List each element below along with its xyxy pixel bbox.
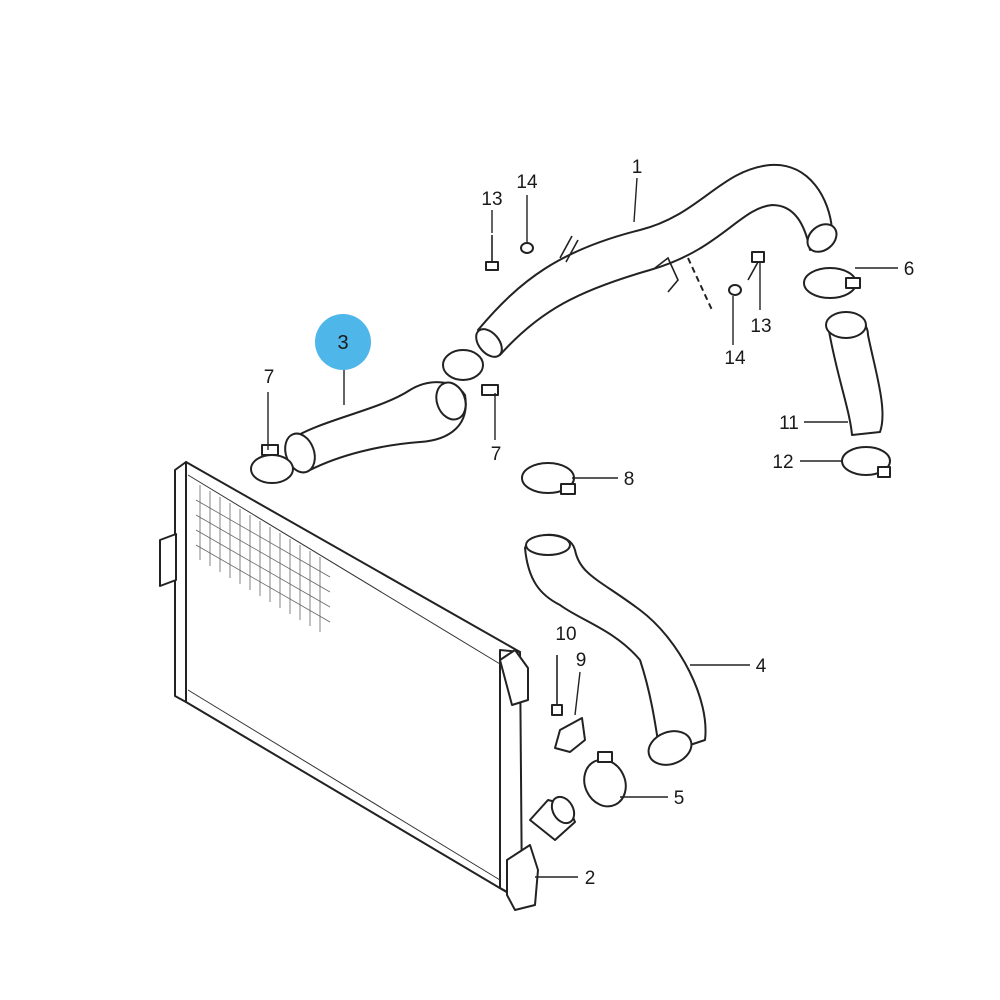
charge-pipe-upper: [475, 163, 838, 358]
highlight-marker: [315, 314, 371, 370]
hose-part-3: [284, 381, 467, 474]
callout-3: 3: [337, 332, 348, 354]
callout-4: 4: [756, 656, 767, 677]
clamp-part-5: [583, 751, 627, 808]
bolt-part-10: [551, 655, 563, 716]
intercooler-core: [159, 461, 576, 911]
hose-part-11: [825, 311, 884, 436]
callout-8: 8: [624, 469, 635, 490]
callout-6: 6: [904, 259, 915, 280]
callout-14-right: 14: [724, 348, 746, 369]
bolt-part-13-left: [485, 235, 499, 271]
hose-part-4: [524, 533, 707, 766]
leader-lines: [267, 177, 898, 878]
sensor-part-9: [554, 717, 586, 753]
callout-9: 9: [576, 650, 587, 671]
washer-part-14-left: [520, 242, 534, 254]
callout-12: 12: [772, 452, 793, 473]
callout-13-right: 13: [750, 316, 771, 337]
callout-5: 5: [674, 788, 685, 809]
callout-14-left: 14: [516, 172, 538, 193]
clamp-part-12: [841, 446, 891, 478]
callout-10: 10: [555, 624, 576, 645]
clamp-part-8: [521, 462, 576, 495]
callout-7-left: 7: [264, 367, 275, 388]
callout-7-right: 7: [491, 444, 502, 465]
callout-1: 1: [632, 157, 643, 178]
clamp-part-7-right: [442, 349, 499, 396]
callout-13-left: 13: [481, 189, 502, 210]
clamp-part-6: [803, 267, 861, 299]
callout-11: 11: [779, 413, 799, 434]
callout-2: 2: [585, 868, 596, 889]
washer-part-14-right: [728, 284, 742, 296]
bolt-part-13-right: [747, 251, 765, 281]
clamp-part-7-left: [250, 444, 294, 484]
